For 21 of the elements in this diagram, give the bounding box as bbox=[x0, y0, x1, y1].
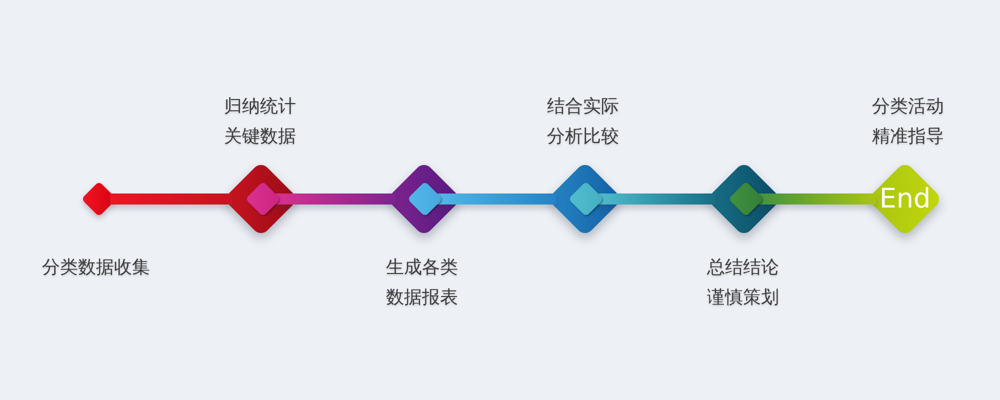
connector-line bbox=[757, 194, 876, 204]
connector-line bbox=[436, 194, 556, 204]
inner-diamond bbox=[570, 183, 602, 215]
end-diamond bbox=[871, 165, 939, 233]
milestone-diamond bbox=[710, 165, 778, 233]
inner-diamond bbox=[247, 183, 279, 215]
connector-line bbox=[597, 194, 715, 204]
inner-diamond bbox=[409, 183, 441, 215]
node-label: End bbox=[879, 186, 931, 212]
step-caption: 分类数据收集 bbox=[42, 256, 150, 280]
inner-diamond bbox=[730, 183, 762, 215]
step-caption: 结合实际分析比较 bbox=[546, 95, 620, 149]
step-caption: 分类活动精准指导 bbox=[871, 95, 945, 149]
step-caption: 总结结论谨慎策划 bbox=[706, 256, 780, 310]
connector-line bbox=[110, 194, 232, 204]
connector-line bbox=[274, 194, 395, 204]
milestone-diamond bbox=[551, 165, 619, 233]
milestone-diamond bbox=[390, 165, 458, 233]
milestone-diamond bbox=[227, 165, 295, 233]
step-caption: 生成各类数据报表 bbox=[385, 256, 459, 310]
step-caption: 归纳统计关键数据 bbox=[223, 95, 297, 149]
